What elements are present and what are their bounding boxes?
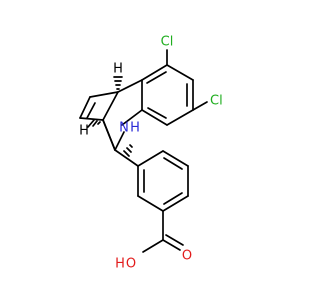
nitrogen-h-label: H bbox=[130, 121, 140, 136]
molecule-canvas: Cl Cl N H H H H O O bbox=[79, 34, 223, 272]
bond-c4-n bbox=[114, 131, 125, 151]
bond bbox=[162, 150, 189, 167]
bond bbox=[141, 64, 168, 81]
bond-double-inner bbox=[86, 102, 96, 119]
bond-inner bbox=[147, 107, 167, 119]
bond bbox=[166, 64, 194, 81]
bond-inner bbox=[163, 192, 183, 205]
bond-c-o-double-a bbox=[162, 239, 181, 251]
bond bbox=[79, 96, 91, 119]
bond bbox=[141, 109, 168, 126]
bond-hash bbox=[92, 120, 98, 127]
bond bbox=[102, 91, 119, 121]
stereo-hash-c4 bbox=[123, 144, 133, 157]
stereo-h-top-label: H bbox=[113, 62, 123, 77]
stereo-hash-top bbox=[113, 76, 123, 90]
ring-b-tetrahydroquinoline bbox=[102, 79, 143, 151]
hydroxyl-h-label: H bbox=[115, 257, 125, 272]
bond-inner bbox=[163, 157, 183, 170]
bond-c-oh bbox=[142, 239, 164, 253]
chlorine-label-top: Cl bbox=[161, 35, 174, 50]
ring-a-dichlorobenzene bbox=[141, 64, 194, 126]
stereo-h-mid-label: H bbox=[79, 124, 89, 139]
bond-c-o-double-b bbox=[165, 234, 184, 246]
ring-d-phenyl bbox=[137, 150, 189, 212]
bond bbox=[117, 79, 143, 93]
bond-hash bbox=[126, 147, 132, 153]
bond bbox=[89, 91, 119, 98]
bond bbox=[166, 109, 194, 126]
nitrogen-label: N bbox=[119, 121, 129, 136]
bond-hash bbox=[87, 119, 95, 128]
bond-c-cl-right bbox=[192, 101, 208, 111]
bond bbox=[121, 109, 143, 126]
bond-c4-aryl bbox=[114, 149, 139, 167]
hydroxyl-o-label: O bbox=[126, 257, 136, 272]
ring-c-cyclopentene bbox=[79, 91, 119, 121]
bond-hash bbox=[129, 144, 133, 148]
stereo-hash-mid bbox=[87, 119, 101, 128]
bond-hash bbox=[123, 150, 130, 157]
chlorine-label-right: Cl bbox=[210, 94, 223, 109]
carbonyl-o-label: O bbox=[182, 249, 192, 264]
bond bbox=[162, 195, 189, 212]
bond-c4-c3a bbox=[102, 119, 116, 151]
bond-hash bbox=[97, 121, 101, 125]
bond bbox=[79, 117, 104, 121]
structure-diagram: Cl Cl N H H H H O O bbox=[79, 35, 223, 272]
bond-inner bbox=[146, 71, 167, 84]
bond bbox=[137, 150, 164, 167]
bond bbox=[137, 195, 164, 212]
